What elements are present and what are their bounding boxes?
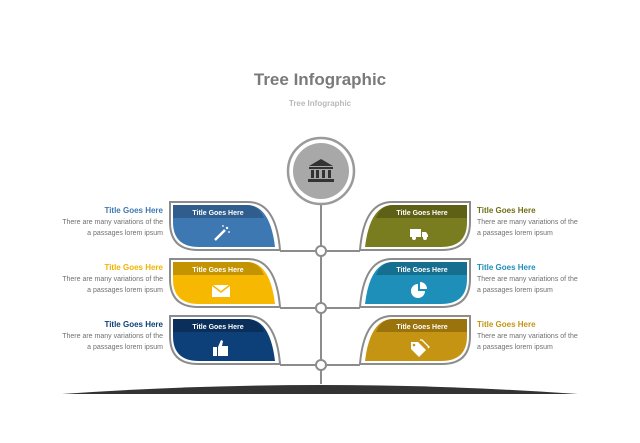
leaf-title: Title Goes Here — [477, 206, 536, 215]
truck-icon — [410, 229, 428, 240]
leaf-header-band — [376, 262, 467, 275]
leaf-header-band — [376, 205, 467, 218]
leaf-card: Title Goes Here — [169, 315, 316, 366]
leaf-card: Title Goes Here — [169, 201, 316, 252]
leaf-card: Title Goes Here — [326, 315, 471, 366]
magic-wand-icon — [214, 225, 230, 241]
leaf-text-1: Title Goes Here There are many variation… — [33, 206, 163, 239]
leaf-label: Title Goes Here — [396, 267, 447, 274]
thumbs-up-icon — [213, 340, 228, 356]
page-title: Tree Infographic — [253, 70, 387, 89]
envelope-icon — [211, 284, 231, 297]
root-node — [286, 136, 356, 206]
leaf-title: Title Goes Here — [477, 320, 536, 329]
leaf-header-band — [173, 319, 264, 332]
bank-icon — [308, 159, 334, 182]
leaf-text-4: Title Goes Here There are many variation… — [477, 263, 607, 296]
leaf-label: Title Goes Here — [396, 324, 447, 331]
junction-node — [315, 359, 327, 371]
leaf-text-5: Title Goes Here There are many variation… — [33, 320, 163, 353]
leaf-card: Title Goes Here — [326, 201, 471, 252]
tags-icon — [411, 339, 430, 357]
leaf-label: Title Goes Here — [192, 267, 243, 274]
ground — [62, 385, 578, 394]
leaf-header-band — [173, 205, 264, 218]
leaf-label: Title Goes Here — [192, 324, 243, 331]
leaf-header-band — [376, 319, 467, 332]
leaf-title: Title Goes Here — [477, 263, 536, 272]
leaf-title: Title Goes Here — [104, 320, 163, 329]
leaf-text-6: Title Goes Here There are many variation… — [477, 320, 607, 353]
junction-node — [315, 302, 327, 314]
leaf-text-2: Title Goes Here There are many variation… — [477, 206, 607, 239]
pie-chart-icon — [411, 282, 427, 298]
leaf-title: Title Goes Here — [104, 263, 163, 272]
page-subtitle: Tree Infographic — [288, 99, 352, 108]
leaf-header-band — [173, 262, 264, 275]
leaf-text-3: Title Goes Here There are many variation… — [33, 263, 163, 296]
junction-node — [315, 245, 327, 257]
leaf-label: Title Goes Here — [192, 210, 243, 217]
leaf-label: Title Goes Here — [396, 210, 447, 217]
leaf-title: Title Goes Here — [104, 206, 163, 215]
leaf-card: Title Goes Here — [169, 258, 316, 309]
leaf-card: Title Goes Here — [326, 258, 471, 309]
